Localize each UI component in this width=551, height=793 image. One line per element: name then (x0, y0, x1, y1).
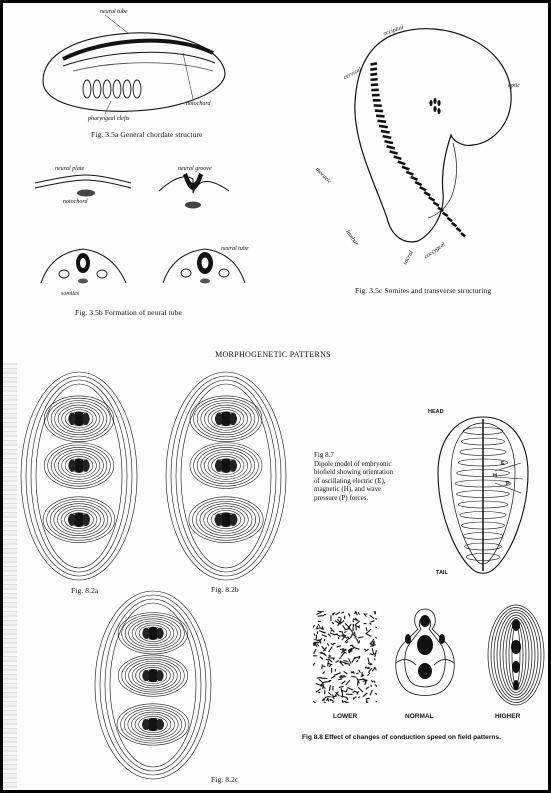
label-notochord-b: notochord (63, 199, 87, 205)
field-contour-8-2a (17, 368, 142, 583)
panel-normal-pattern (386, 603, 464, 705)
label-pharyngeal-clefts: pharyngeal clefts (88, 116, 130, 122)
fig-3-5a-caption: Fig. 3.5a General chordate structure (91, 130, 202, 139)
label-neural-tube-b: neural tube (221, 246, 249, 252)
chordate-structure-diagram (33, 11, 233, 126)
label-optic: optic (508, 83, 520, 89)
label-neural-groove: neural groove (178, 166, 212, 172)
label-e: E (501, 461, 505, 467)
field-contour-8-2c (88, 588, 218, 783)
label-p: P (506, 481, 510, 487)
fig-3-5b-caption: Fig. 3.5b Formation of neural tube (75, 308, 182, 317)
label-head: HEAD (428, 409, 444, 415)
dipole-model-diagram (433, 413, 533, 578)
field-contour-8-2b (161, 368, 291, 583)
panel-higher-pattern (486, 603, 546, 708)
fig-3-5c-caption: Fig. 3.5c Somites and transverse structu… (355, 286, 491, 295)
label-h: H (493, 473, 497, 479)
page-heading: MORPHOGENETIC PATTERNS (173, 350, 373, 359)
fig-8-2b-caption: Fig. 8.2b (211, 585, 239, 594)
label-somites: somites (61, 291, 79, 297)
neural-tube-formation-diagram (31, 163, 261, 308)
panel-label-lower: LOWER (333, 713, 357, 720)
scanned-page: { "page_heading": "MORPHOGENETIC PATTERN… (3, 3, 548, 790)
panel-label-higher: HIGHER (495, 713, 520, 720)
label-thoracic: thoracic (314, 167, 332, 185)
label-neural-tube: neural tube (100, 9, 128, 15)
label-notochord: notochord (186, 101, 210, 107)
panel-label-normal: NORMAL (405, 713, 434, 720)
fig-8-8-caption: Fig 8.8 Effect of changes of conduction … (302, 734, 501, 741)
fig-8-2c-caption: Fig. 8.2c (211, 775, 238, 784)
fig-8-7-caption: Fig 8.7 Dipole model of embryonic bioﬁel… (314, 451, 396, 503)
label-tail: TAIL (436, 570, 448, 576)
label-neural-plate: neural plate (55, 166, 84, 172)
panel-lower-pattern (313, 611, 377, 703)
fig-8-2a-caption: Fig. 8.2a (71, 586, 98, 595)
embryo-somites-diagram (333, 23, 533, 253)
scan-edge-shadow (3, 363, 17, 790)
